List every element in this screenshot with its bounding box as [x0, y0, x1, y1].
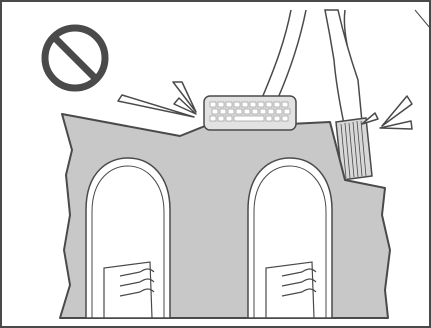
squeak-mark-icon-right: [362, 96, 412, 129]
prohibition-icon: [45, 28, 105, 88]
squeak-mark-icon: [118, 82, 196, 117]
corner-line: [415, 10, 430, 28]
keyboard-icon: [204, 96, 296, 130]
shoe-icon: [86, 158, 170, 318]
shoe-icon-right: [248, 158, 332, 318]
